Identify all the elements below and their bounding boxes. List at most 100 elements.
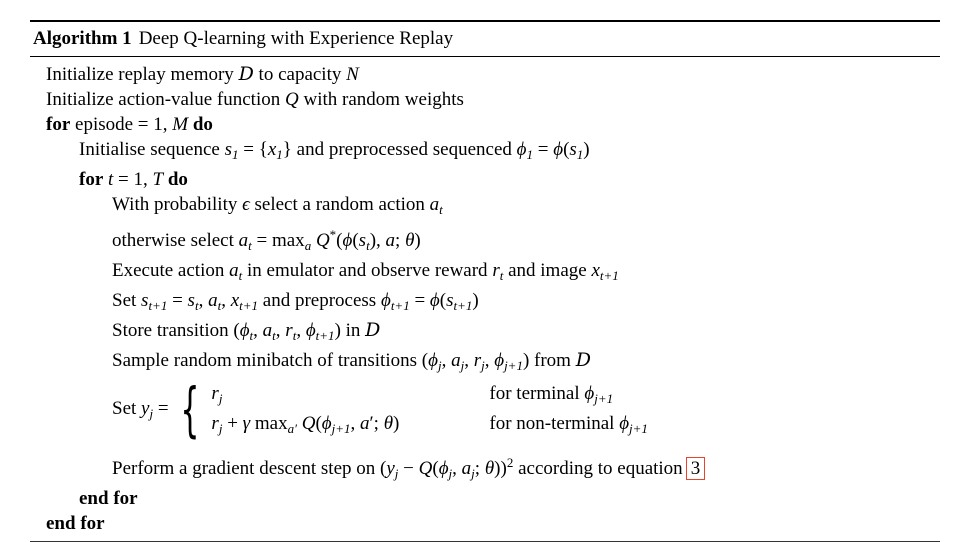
text-segment: j — [149, 406, 154, 421]
text-segment: j+1 — [594, 391, 614, 406]
text-segment: ), — [369, 230, 386, 251]
text-segment: a — [208, 290, 218, 311]
text-segment: ) — [583, 139, 590, 160]
text-segment: Q — [284, 89, 299, 110]
text-segment: ϕ — [494, 350, 505, 371]
text-segment: = — [167, 290, 188, 311]
text-segment: r — [285, 320, 293, 341]
text-segment: for — [46, 114, 71, 135]
text-segment: D — [365, 319, 381, 341]
header-rule — [30, 56, 940, 57]
text-segment: ϕ — [428, 350, 438, 371]
equation-3-link[interactable]: 3 — [685, 457, 706, 480]
text-segment: T — [152, 169, 164, 190]
text-segment: Set — [112, 290, 142, 311]
text-segment: M — [172, 114, 189, 135]
text-segment: , — [452, 458, 462, 479]
text-segment: and image — [503, 260, 592, 281]
algorithm-line: for t = 1, T do — [30, 167, 940, 192]
text-segment: max — [250, 413, 288, 434]
text-segment: γ — [242, 413, 251, 434]
text-segment: r — [211, 413, 219, 434]
text-segment: s — [446, 290, 454, 311]
text-segment: t — [238, 268, 243, 283]
text-segment: r — [211, 383, 219, 404]
text-segment: ϕ — [516, 139, 527, 160]
text-segment: N — [346, 64, 359, 85]
text-segment: ( — [336, 230, 343, 251]
text-segment: Initialise sequence — [79, 139, 225, 160]
algorithm-line: end for — [30, 486, 940, 511]
text-segment: = — [153, 398, 174, 419]
text-segment: D — [575, 349, 591, 371]
text-segment: s — [358, 230, 367, 251]
text-segment: t — [499, 268, 504, 283]
text-segment: j+1 — [331, 421, 351, 436]
text-segment: ϕ — [239, 320, 250, 341]
algorithm-line: With probability ϵ select a random actio… — [30, 192, 940, 222]
cases-value: rj + γ maxa′ Q(ϕj+1, a′; θ) — [211, 411, 489, 441]
text-segment: do — [167, 169, 188, 190]
cases-prefix: Set yj = — [112, 396, 173, 426]
text-segment: , — [484, 350, 495, 371]
text-segment: s — [187, 290, 195, 311]
text-segment: } and preprocessed sequenced — [282, 139, 517, 160]
text-segment: t+1 — [453, 298, 473, 313]
text-segment: ( — [315, 413, 322, 434]
text-segment: a — [385, 230, 396, 251]
text-segment: in emulator and observe reward — [242, 260, 493, 281]
text-segment: ) — [472, 290, 479, 311]
algorithm-title: Deep Q-learning with Experience Replay — [138, 28, 454, 49]
text-segment: t — [108, 169, 114, 190]
text-segment: x — [591, 260, 600, 281]
text-segment: ϕ — [429, 290, 440, 311]
text-segment: ( — [563, 139, 570, 160]
text-segment: = max — [251, 230, 305, 251]
top-rule — [30, 20, 940, 22]
text-segment: end for — [46, 513, 105, 534]
text-segment: j+1 — [629, 421, 648, 436]
text-segment: j — [481, 358, 485, 373]
text-segment: according to equation — [513, 458, 683, 479]
text-segment: = 1, — [113, 169, 153, 190]
text-segment: ϕ — [438, 458, 449, 479]
text-segment: a′ — [287, 421, 297, 436]
text-segment: , — [221, 290, 231, 311]
text-segment: t — [249, 328, 254, 343]
text-segment: ϕ — [305, 320, 316, 341]
text-segment: ) from — [522, 350, 576, 371]
text-segment: r — [473, 350, 482, 371]
text-segment: Set — [112, 398, 142, 419]
text-segment: + — [222, 413, 243, 434]
text-segment: 1 — [232, 147, 239, 162]
cases-cond: for terminal ϕj+1 — [489, 381, 648, 411]
algorithm-line: otherwise select at = maxa Q*(ϕ(st), a; … — [30, 222, 940, 258]
text-segment: ϕ — [342, 230, 353, 251]
cases-brace: { — [180, 376, 200, 446]
text-segment: With probability — [112, 194, 243, 215]
text-segment: t — [439, 202, 443, 217]
text-segment: θ — [484, 458, 495, 479]
text-segment: ϵ — [242, 194, 250, 215]
text-segment: ( — [432, 458, 439, 479]
text-segment: Execute action — [112, 260, 230, 281]
text-segment: ; — [395, 230, 406, 251]
text-segment: ( — [439, 290, 447, 311]
text-segment: Store transition ( — [112, 320, 240, 341]
cases-value: rj — [211, 381, 489, 411]
text-segment: with random weights — [298, 89, 464, 110]
text-segment: 2 — [506, 455, 514, 470]
text-segment: , — [296, 320, 306, 341]
text-segment: a — [262, 320, 273, 341]
text-segment: j — [218, 421, 223, 436]
text-segment: ϕ — [584, 383, 595, 404]
text-segment: r — [492, 260, 500, 281]
text-segment: a — [429, 194, 440, 215]
text-segment: * — [329, 227, 337, 242]
text-segment: 1 — [526, 147, 534, 162]
text-segment: t — [248, 238, 252, 253]
text-segment: j — [437, 358, 442, 373]
text-segment: t+1 — [148, 298, 168, 313]
